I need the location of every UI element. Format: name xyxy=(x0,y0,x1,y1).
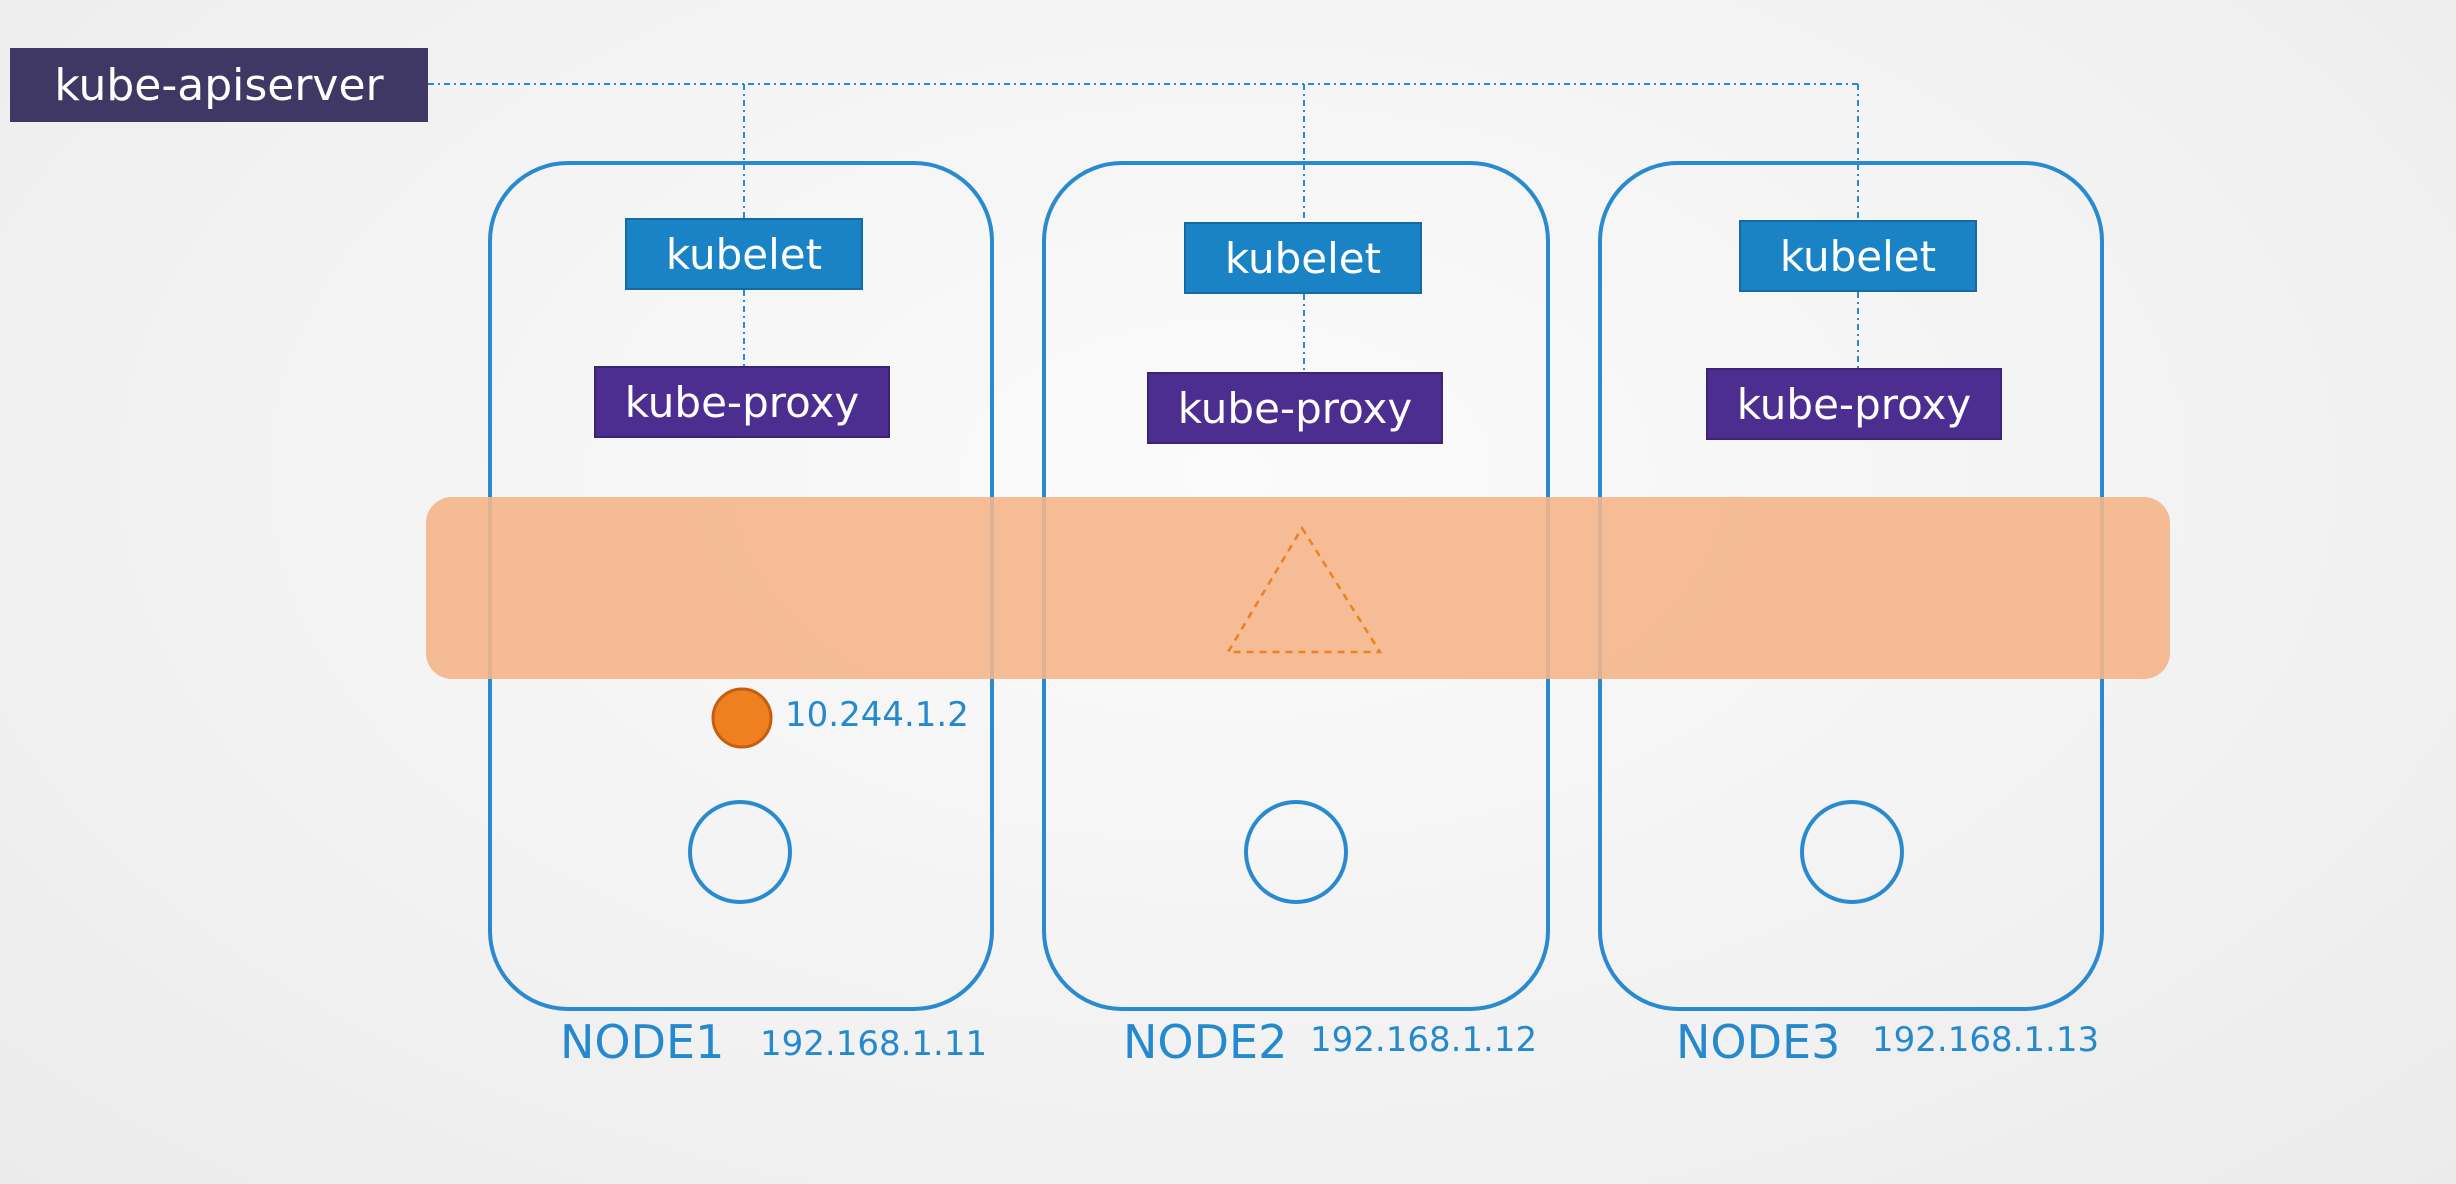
node2-kubelet-label: kubelet xyxy=(1224,233,1382,283)
node3-kube-proxy-label: kube-proxy xyxy=(1736,379,1972,429)
node2-pod-slot-icon xyxy=(1244,800,1348,904)
node1-pod-slot-icon xyxy=(688,800,792,904)
pod-ip-label: 10.244.1.2 xyxy=(785,695,969,735)
service-triangle-icon xyxy=(1225,525,1383,654)
node3-name: NODE3 xyxy=(1676,1015,1841,1069)
node3-kubelet-box[interactable]: kubelet xyxy=(1739,220,1977,292)
node1-kubelet-label: kubelet xyxy=(665,229,823,279)
node1-kube-proxy-box[interactable]: kube-proxy xyxy=(594,366,890,438)
node3-ip: 192.168.1.13 xyxy=(1872,1020,2100,1060)
apiserver-connections xyxy=(428,83,1859,372)
node1-kube-proxy-label: kube-proxy xyxy=(624,377,860,427)
node3-kubelet-label: kubelet xyxy=(1779,231,1937,281)
kube-apiserver-label: kube-apiserver xyxy=(54,59,384,111)
service-band xyxy=(426,497,2170,679)
node2-name: NODE2 xyxy=(1123,1015,1288,1069)
node2-kubelet-box[interactable]: kubelet xyxy=(1184,222,1422,294)
pod-circle-icon[interactable] xyxy=(711,687,773,749)
node2-kube-proxy-box[interactable]: kube-proxy xyxy=(1147,372,1443,444)
node3-pod-slot-icon xyxy=(1800,800,1904,904)
node1-name: NODE1 xyxy=(560,1015,725,1069)
kube-apiserver-box[interactable]: kube-apiserver xyxy=(10,48,428,122)
node1-ip: 192.168.1.11 xyxy=(760,1024,988,1064)
node1-kubelet-box[interactable]: kubelet xyxy=(625,218,863,290)
node2-kube-proxy-label: kube-proxy xyxy=(1177,383,1413,433)
node2-ip: 192.168.1.12 xyxy=(1310,1020,1538,1060)
node3-kube-proxy-box[interactable]: kube-proxy xyxy=(1706,368,2002,440)
